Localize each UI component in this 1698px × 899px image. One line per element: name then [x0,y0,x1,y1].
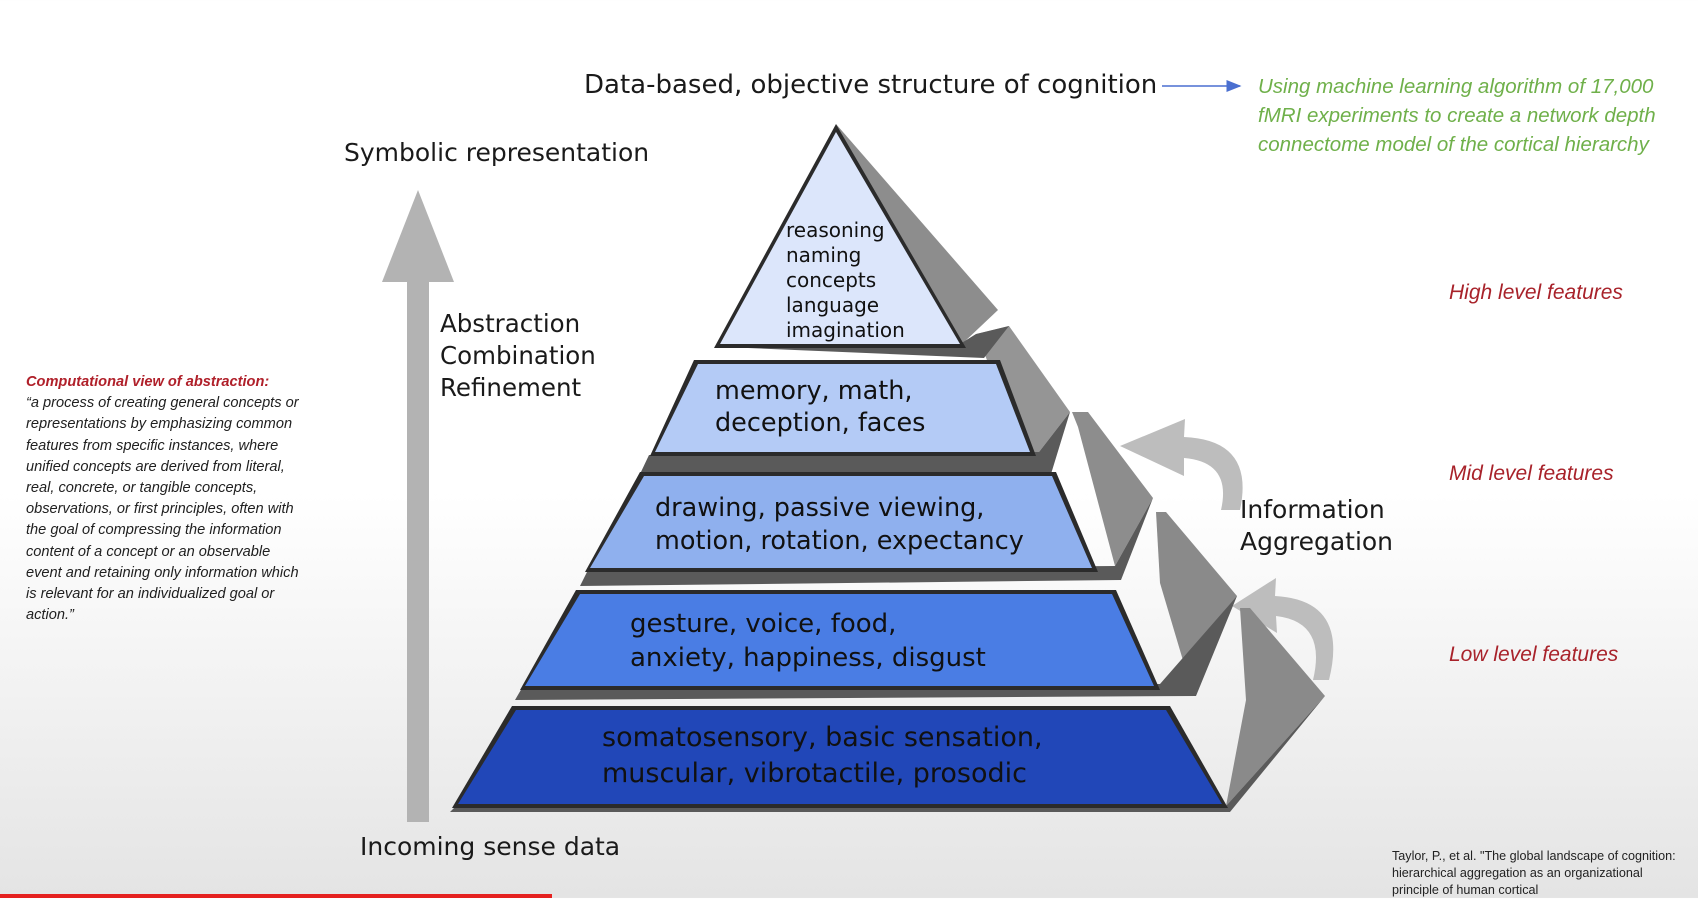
abstraction-steps: Abstraction Combination Refinement [440,308,596,404]
information-aggregation-label: Information Aggregation [1240,494,1393,558]
pyramid-side-4 [1226,608,1325,806]
computational-view-title: Computational view of abstraction: [26,374,270,390]
abstraction-arrow-icon [382,190,454,822]
low-level-features-label: Low level features [1449,643,1619,666]
diagram-title: Data-based, objective structure of cogni… [584,70,1158,100]
tier-1-line-2: naming [786,243,861,267]
citation: Taylor, P., et al. "The global landscape… [1392,849,1676,897]
mid-level-features-label: Mid level features [1449,462,1614,485]
pyramid-side-1 [977,326,1070,452]
tier-4-line-1: gesture, voice, food, [630,609,896,639]
aggregation-line-1: Information [1240,495,1385,524]
symbolic-representation-label: Symbolic representation [344,138,650,167]
tier-3-line-2: motion, rotation, expectancy [655,526,1024,556]
pyramid-side-apex [836,124,998,344]
tier-2-text: memory, math, deception, faces [715,376,925,438]
tier-1-line-1: reasoning [786,218,885,242]
tier-5-line-2: muscular, vibrotactile, prosodic [602,758,1027,789]
pyramid-tier-4 [525,594,1154,686]
tier-4-line-2: anxiety, happiness, disgust [630,643,986,673]
pyramid-diagram: reasoning naming concepts language imagi… [450,124,1325,812]
pyramid-tier-1 [720,132,960,344]
tier-4-text: gesture, voice, food, anxiety, happiness… [630,609,986,673]
video-progress-bar[interactable] [0,894,552,898]
ml-note: Using machine learning algorithm of 17,0… [1258,75,1656,156]
tier-1-line-5: imagination [786,318,905,342]
tier-2-line-1: memory, math, [715,376,913,406]
tier-5-line-1: somatosensory, basic sensation, [602,722,1043,753]
step-combination: Combination [440,341,596,370]
computational-view-text: “a process of creating general concepts … [26,395,299,624]
pyramid-tier-2 [655,364,1030,452]
tier-3-line-1: drawing, passive viewing, [655,493,984,523]
pyramid-tier-3 [590,476,1092,568]
aggregation-arrows-icon [1120,419,1334,680]
tier-1-text: reasoning naming concepts language imagi… [786,218,905,342]
tier-5-text: somatosensory, basic sensation, muscular… [602,722,1051,789]
tier-2-line-2: deception, faces [715,408,925,438]
high-level-features-label: High level features [1449,281,1623,304]
tier-1-line-4: language [786,293,879,317]
pyramid-side-2 [1072,412,1153,566]
pyramid-side-3 [1156,512,1237,684]
step-refinement: Refinement [440,373,582,402]
pyramid-tier-5 [458,710,1222,804]
computational-view-note: Computational view of abstraction: “a pr… [26,372,306,626]
tier-1-line-3: concepts [786,268,876,292]
incoming-sense-data-label: Incoming sense data [360,832,621,861]
aggregation-line-2: Aggregation [1240,527,1394,556]
step-abstraction: Abstraction [440,309,581,338]
tier-3-text: drawing, passive viewing, motion, rotati… [655,493,1024,556]
